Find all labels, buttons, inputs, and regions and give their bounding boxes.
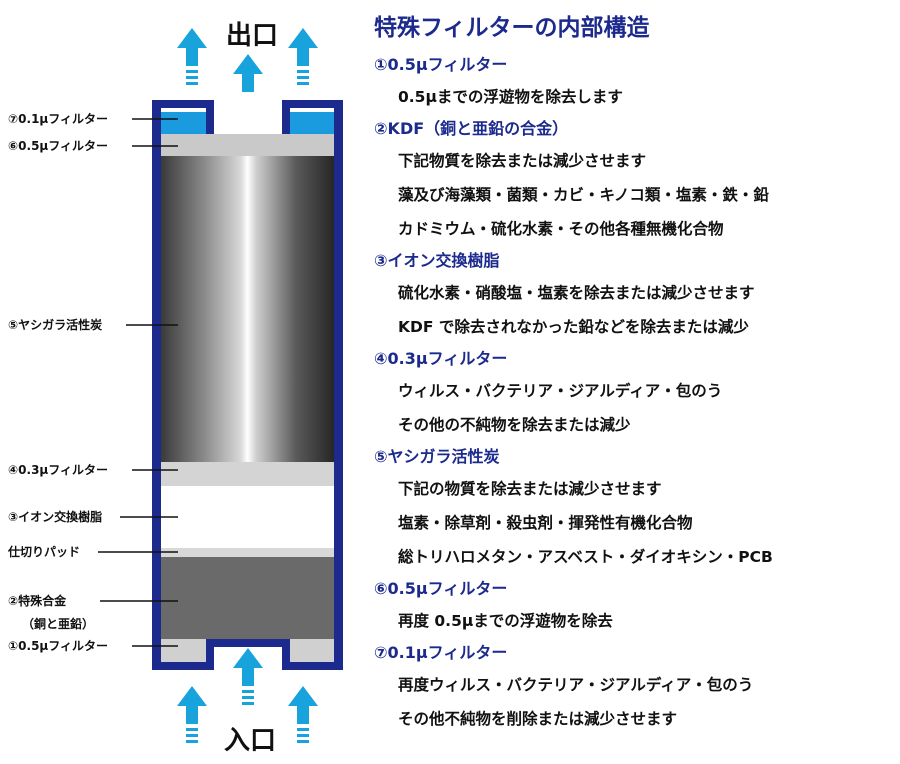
section-line: 下記の物質を除去または減少させます [398,480,662,498]
section-heading: ②KDF（銅と亜鉛の合金） [374,119,569,138]
layer-activated-carbon [161,156,334,462]
label-0-3-filter: ④0.3μフィルター [8,463,108,477]
label-0-1-filter: ⑦0.1μフィルター [8,112,108,126]
section-heading: ③イオン交換樹脂 [374,251,500,270]
section-line: 再度 0.5μまでの浮遊物を除去 [398,612,613,630]
description-panel: 特殊フィルターの内部構造 ①0.5μフィルター 0.5μまでの浮遊物を除去します ②… [374,10,894,736]
leader-lines [98,118,178,647]
label-activated-carbon: ⑤ヤシガラ活性炭 [8,317,102,332]
outlet-label: 出口 [226,21,278,51]
section-line: 0.5μまでの浮遊物を除去します [398,88,623,106]
section-heading: ⑤ヤシガラ活性炭 [374,447,500,466]
label-0-5-top-filter: ⑥0.5μフィルター [8,139,108,153]
section-line: 塩素・除草剤・殺虫剤・揮発性有機化合物 [398,514,693,532]
layer-ion-exchange-resin [161,486,334,548]
section-line: ウィルス・バクテリア・ジアルディア・包のう [398,382,723,400]
section-heading: ⑦0.1μフィルター [374,643,508,662]
section-heading: ④0.3μフィルター [374,349,508,368]
layer-0-5-top-filter [161,134,334,156]
description-sections: ①0.5μフィルター 0.5μまでの浮遊物を除去します ②KDF（銅と亜鉛の合金） 下… [374,50,894,736]
filter-cross-section-diagram: 出口 [7,21,343,756]
section-line: 硫化水素・硝酸塩・塩素を除去または減少させます [398,284,755,302]
label-0-5-bottom-filter: ①0.5μフィルター [8,639,108,653]
section-line: 総トリハロメタン・アスベスト・ダイオキシン・PCB [398,548,773,566]
section-line: 藻及び海藻類・菌類・カビ・キノコ類・塩素・鉄・鉛 [398,186,769,204]
layer-special-alloy [161,557,334,639]
label-special-alloy-sub: （銅と亜鉛） [22,616,94,631]
label-partition-pad: 仕切りパッド [7,544,80,559]
section-line: その他の不純物を除去または減少 [398,416,631,434]
label-ion-exchange-resin: ③イオン交換樹脂 [8,509,102,524]
outlet-arrow-left-icon [177,28,207,85]
outlet-arrow-right-icon [288,28,318,85]
description-title: 特殊フィルターの内部構造 [374,15,650,41]
section-line: 下記物質を除去または減少させます [398,152,647,170]
section-line: KDF で除去されなかった鉛などを除去または減少 [398,318,749,336]
inlet-arrow-right-icon [288,686,318,743]
section-heading: ①0.5μフィルター [374,55,508,74]
section-line: カドミウム・硫化水素・その他各種無機化合物 [398,220,724,238]
inlet-arrow-left-icon [177,686,207,743]
label-special-alloy: ②特殊合金 [8,593,67,608]
section-line: 再度ウィルス・バクテリア・ジアルディア・包のう [398,676,754,694]
section-line: その他不純物を削除または減少させます [398,710,678,728]
layer-partition-pad [161,548,334,557]
section-heading: ⑥0.5μフィルター [374,579,508,598]
inlet-label: 入口 [224,726,276,756]
layer-0-3-filter [161,462,334,486]
filter-housing [152,92,343,677]
